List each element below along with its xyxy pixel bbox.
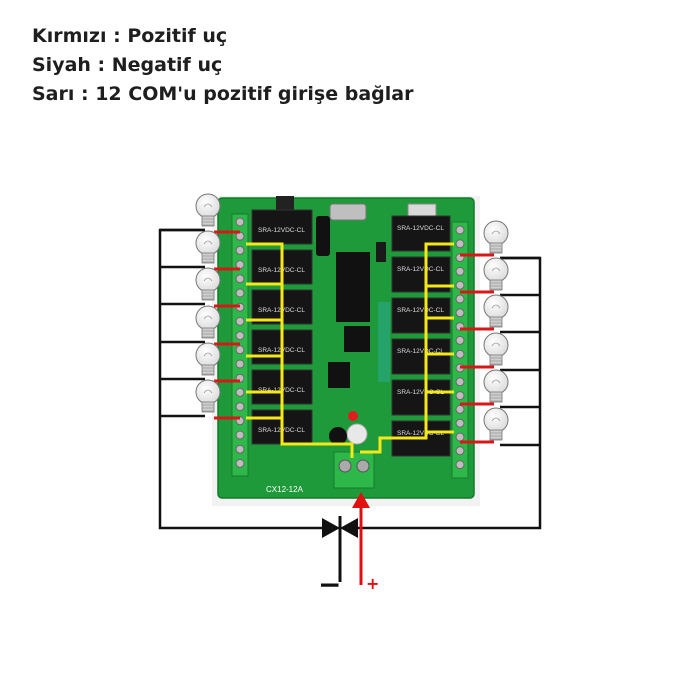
right-lamp-return-wires	[500, 256, 540, 447]
negative-arrow-left	[322, 518, 340, 538]
terminal-screw	[455, 225, 465, 235]
terminal-screw	[235, 217, 245, 227]
terminal-screw	[455, 418, 465, 428]
ic-3	[328, 362, 350, 388]
terminal-screw	[455, 280, 465, 290]
light-bulb-icon	[195, 305, 221, 339]
power-input-arrows	[322, 492, 370, 585]
terminal-screw	[455, 239, 465, 249]
light-bulb-icon	[483, 332, 509, 366]
terminal-screw	[235, 345, 245, 355]
relay-label: SRA-12VDC-CL	[397, 389, 444, 396]
board-model-label: CX12-12A	[266, 485, 304, 494]
relay-label: SRA-12VDC-CL	[397, 225, 444, 232]
terminal-screw	[455, 349, 465, 359]
legend-yellow-com: Sarı : 12 COM'u pozitif girişe bağlar	[32, 83, 414, 105]
relay: SRA-12VDC-CL	[251, 209, 313, 245]
terminal-screw	[455, 432, 465, 442]
terminal-screw	[455, 404, 465, 414]
light-bulb-icon	[483, 220, 509, 254]
inductor	[376, 242, 386, 262]
terminal-screw	[455, 335, 465, 345]
light-bulb-icon	[195, 267, 221, 301]
resistor-strip	[378, 302, 390, 382]
button-switch	[346, 423, 368, 445]
led-indicator	[348, 411, 358, 421]
relay: SRA-12VDC-CL	[391, 297, 451, 334]
light-bulb-icon	[483, 369, 509, 403]
positive-arrow	[352, 492, 370, 508]
relay-label: SRA-12VDC-CL	[397, 307, 444, 314]
terminal-screw	[455, 308, 465, 318]
legend-black-negative: Siyah : Negatif uç	[32, 54, 223, 76]
terminal-screw	[235, 444, 245, 454]
light-bulb-icon	[195, 193, 221, 227]
relay-label: SRA-12VDC-CL	[397, 430, 444, 437]
terminal-screw	[235, 288, 245, 298]
main-ic	[336, 252, 370, 322]
terminal-screw	[455, 294, 465, 304]
top-button	[407, 203, 437, 217]
terminal-screw	[455, 446, 465, 456]
buzzer	[329, 427, 347, 445]
left-lamp-column	[195, 193, 221, 413]
lamp-positive-wires	[214, 230, 494, 444]
light-bulb-icon	[483, 407, 509, 441]
negative-arrow-right	[340, 518, 358, 538]
light-bulb-icon	[483, 294, 509, 328]
terminal-screw	[235, 316, 245, 326]
crystal	[329, 203, 367, 221]
terminal-screw	[455, 266, 465, 276]
terminal-screw	[455, 460, 465, 470]
legend: Kırmızı : Pozitif uç Siyah : Negatif uç …	[32, 22, 413, 109]
terminal-screw	[455, 377, 465, 387]
relay-label: SRA-12VDC-CL	[397, 348, 444, 355]
left-lamp-return-wires	[160, 228, 205, 418]
light-bulb-icon	[195, 379, 221, 413]
right-lamp-column	[483, 220, 509, 441]
terminal-screw	[455, 391, 465, 401]
light-bulb-icon	[195, 230, 221, 264]
terminal-screw	[235, 387, 245, 397]
terminal-screw	[235, 331, 245, 341]
top-header	[276, 196, 294, 210]
relay: SRA-12VDC-CL	[391, 215, 451, 252]
terminal-screw	[235, 458, 245, 468]
terminal-screw	[235, 245, 245, 255]
positive-sign: +	[366, 574, 380, 593]
capacitor	[316, 216, 330, 256]
terminal-screw	[235, 274, 245, 284]
ic-2	[344, 326, 370, 352]
relay-label: SRA-12VDC-CL	[397, 266, 444, 273]
light-bulb-icon	[483, 257, 509, 291]
relay: SRA-12VDC-CL	[391, 338, 451, 375]
terminal-screw	[235, 260, 245, 270]
relay: SRA-12VDC-CL	[391, 379, 451, 416]
terminal-screw	[235, 402, 245, 412]
terminal-screw	[235, 359, 245, 369]
terminal-screw	[235, 430, 245, 440]
relay-label: SRA-12VDC-CL	[258, 227, 305, 234]
negative-sign: −	[318, 568, 342, 601]
legend-red-positive: Kırmızı : Pozitif uç	[32, 25, 228, 47]
light-bulb-icon	[195, 342, 221, 376]
com-jumper-wires	[246, 242, 454, 458]
